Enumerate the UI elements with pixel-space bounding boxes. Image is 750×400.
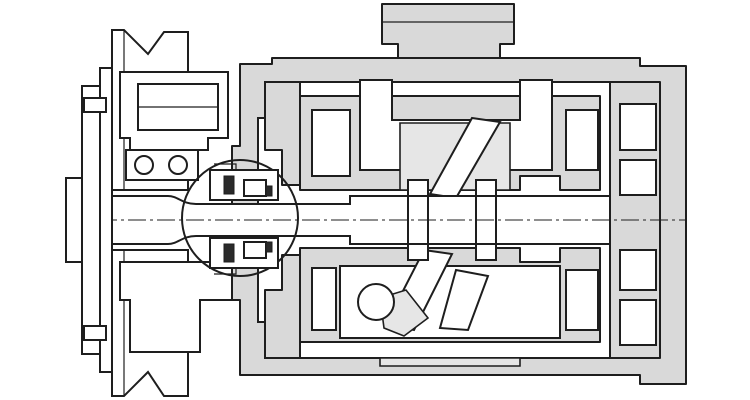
pulley-assembly [65, 29, 233, 397]
swash-plate [357, 116, 511, 337]
ball-joint [357, 283, 395, 321]
drive-shaft [69, 179, 686, 261]
detail-circle [181, 159, 299, 277]
shaft-seal-detail [181, 159, 299, 277]
